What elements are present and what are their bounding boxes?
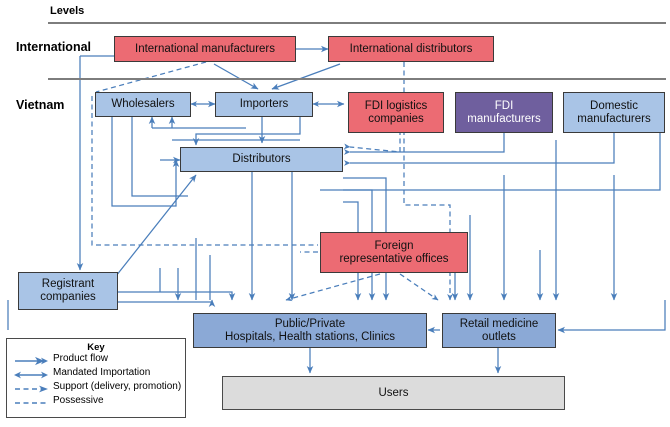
node-label-line2: representative offices — [339, 252, 449, 265]
node-registrant-companies[interactable]: Registrant companies — [18, 272, 118, 310]
node-label-line2: companies — [368, 112, 424, 125]
node-retail-medicine-outlets[interactable]: Retail medicine outlets — [442, 313, 556, 348]
node-label-line2: companies — [40, 291, 96, 303]
legend-label-product-flow: Product flow — [53, 353, 109, 364]
rule-international-vietnam — [48, 78, 666, 80]
node-label-line2: manufacturers — [577, 112, 651, 125]
legend-glyph-mandated-importation — [14, 371, 48, 379]
node-label: Users — [378, 386, 409, 399]
legend-label-possessive: Possessive — [53, 395, 104, 406]
node-users[interactable]: Users — [222, 376, 565, 410]
node-label: Importers — [239, 98, 289, 111]
level-label-vietnam: Vietnam — [16, 98, 65, 112]
legend-glyph-product-flow — [15, 356, 48, 366]
node-distributors[interactable]: Distributors — [180, 147, 343, 172]
node-foreign-representative-offices[interactable]: Foreign representative offices — [320, 232, 468, 273]
node-label: International manufacturers — [135, 42, 275, 55]
legend-glyph-possessive — [15, 402, 46, 404]
node-label-line1: FDI logistics — [364, 99, 428, 112]
support-dashed-edges — [91, 61, 453, 302]
node-label-line2: Hospitals, Health stations, Clinics — [224, 330, 395, 343]
legend-label-support: Support (delivery, promotion) — [53, 381, 182, 392]
node-importers[interactable]: Importers — [215, 92, 313, 117]
node-label-line1: Registrant — [41, 278, 95, 291]
node-label-line1: Retail medicine — [459, 317, 539, 330]
legend-label-mandated-importation: Mandated Importation — [53, 367, 151, 378]
node-label-line1: Public/Private — [274, 317, 346, 330]
node-fdi-manufacturers[interactable]: FDI manufacturers — [455, 92, 553, 133]
node-label-line1: Foreign — [374, 239, 414, 252]
legend-key-box: Key Product flow Mandated Importation Su… — [6, 338, 186, 418]
node-label-line2: outlets — [482, 330, 516, 343]
legend-title: Key — [87, 342, 105, 353]
node-label: International distributors — [349, 42, 473, 55]
levels-column-header: Levels — [50, 5, 85, 17]
legend-glyph-support — [15, 385, 48, 393]
node-international-distributors[interactable]: International distributors — [328, 36, 494, 62]
rule-top — [48, 22, 666, 24]
node-label-line1: FDI — [494, 99, 514, 112]
level-label-international: International — [16, 40, 92, 54]
node-wholesalers[interactable]: Wholesalers — [95, 92, 191, 117]
node-domestic-manufacturers[interactable]: Domestic manufacturers — [563, 92, 665, 133]
node-label-line1: Domestic — [590, 99, 638, 112]
node-fdi-logistics-companies[interactable]: FDI logistics companies — [348, 92, 444, 133]
node-label: Wholesalers — [111, 98, 175, 111]
node-label: Distributors — [232, 153, 291, 166]
node-international-manufacturers[interactable]: International manufacturers — [114, 36, 296, 62]
node-label-line2: manufacturers — [467, 112, 541, 125]
node-public-private-hospitals[interactable]: Public/Private Hospitals, Health station… — [193, 313, 427, 348]
